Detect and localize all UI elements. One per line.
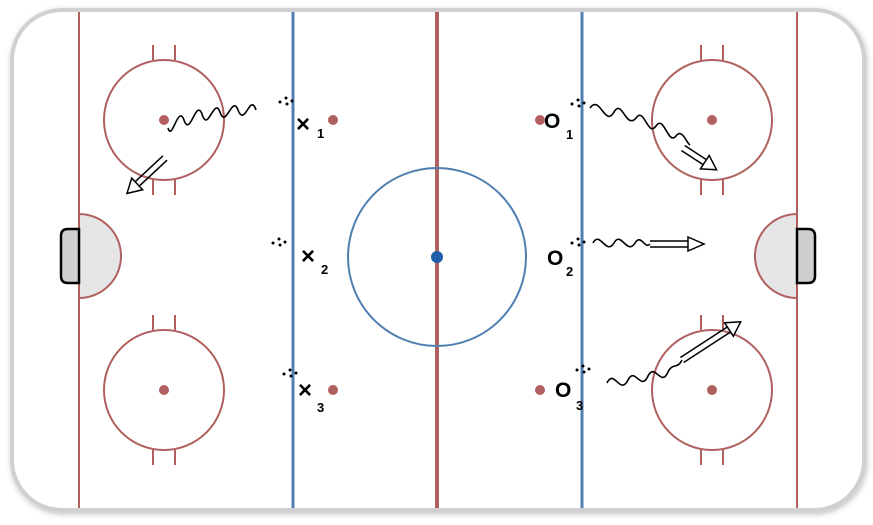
faceoff-circle-bottom-right xyxy=(651,315,773,465)
defense-player-2-number: 2 xyxy=(321,262,328,277)
pass-arrow-bottom-right xyxy=(679,321,742,364)
faceoff-circle-bottom-left xyxy=(103,315,225,465)
offense-player-1: O 1 xyxy=(544,110,573,142)
defense-player-2-symbol: × xyxy=(301,243,315,270)
skating-path-bottom-right xyxy=(606,359,683,386)
right-goal-crease xyxy=(754,212,798,300)
offense-player-2-number: 2 xyxy=(566,264,573,279)
offense-player-1-number: 1 xyxy=(566,127,573,142)
faceoff-circle-top-left xyxy=(103,45,225,195)
offense-player-3-symbol: O xyxy=(555,379,571,402)
skating-path-top-right xyxy=(589,103,691,146)
offense-player-2: O 2 xyxy=(547,247,573,279)
left-goal-crease xyxy=(78,212,122,300)
neutral-dot-top-right xyxy=(535,115,545,125)
pass-arrow-top-left xyxy=(125,155,168,195)
defense-player-3-number: 3 xyxy=(317,400,324,415)
center-faceoff-circle xyxy=(347,167,527,347)
defense-player-3: × 3 xyxy=(298,377,324,415)
pass-arrow-top-right xyxy=(680,144,718,171)
offense-player-3-number: 3 xyxy=(576,398,583,413)
defense-player-2: × 2 xyxy=(301,243,328,277)
defense-player-1: × 1 xyxy=(296,111,324,141)
stick-dots xyxy=(271,96,591,378)
faceoff-circle-top-right xyxy=(651,45,773,195)
offense-player-2-symbol: O xyxy=(547,247,563,270)
right-goal-net xyxy=(795,227,817,285)
defense-player-1-symbol: × xyxy=(296,111,310,138)
skating-path-middle-right xyxy=(592,238,651,248)
offense-player-3: O 3 xyxy=(555,379,583,413)
defense-player-1-number: 1 xyxy=(317,126,324,141)
neutral-dot-top-left xyxy=(328,115,338,125)
skating-path-top-left xyxy=(167,104,257,132)
neutral-dot-bottom-left xyxy=(328,385,338,395)
neutral-dot-bottom-right xyxy=(535,385,545,395)
left-goal-net xyxy=(59,227,81,285)
center-faceoff-dot xyxy=(431,251,443,263)
offense-player-1-symbol: O xyxy=(544,110,560,133)
defense-player-3-symbol: × xyxy=(298,377,312,404)
pass-arrow-middle-right xyxy=(650,235,706,253)
